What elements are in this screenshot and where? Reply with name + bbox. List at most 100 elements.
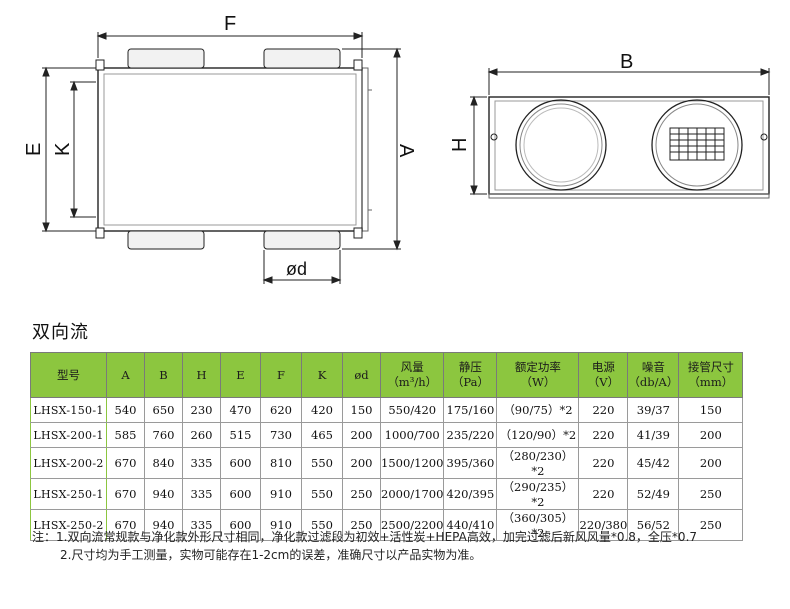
top-left-collar bbox=[127, 48, 205, 69]
cell-h: 230 bbox=[182, 397, 221, 423]
cell-b: 940 bbox=[144, 478, 183, 510]
header-diameter: ød bbox=[342, 352, 381, 398]
note-line-1: 注：1.双向流常规款与净化款外形尺寸相同，净化款过滤段为初效+活性炭+HEPA高… bbox=[32, 530, 698, 544]
cell-k: 550 bbox=[301, 447, 343, 479]
cell-rated-power: （280/230）*2 bbox=[496, 447, 580, 479]
cell-rated-power: （90/75）*2 bbox=[496, 397, 580, 423]
dim-label-e: E bbox=[23, 143, 45, 156]
cell-a: 670 bbox=[106, 509, 145, 541]
cell-power-supply: 220 bbox=[578, 478, 629, 510]
cell-airflow: 1500/1200 bbox=[379, 447, 445, 479]
cell-f: 730 bbox=[260, 422, 302, 448]
cell-static-pressure: 175/160 bbox=[443, 397, 498, 423]
cell-model: LHSX-200-2 bbox=[30, 447, 107, 479]
cell-k: 550 bbox=[301, 509, 343, 541]
note-line-2: 2.尺寸均为手工测量，实物可能存在1-2cm的误差，准确尺寸以产品实物为准。 bbox=[60, 548, 482, 562]
header-b: B bbox=[144, 352, 183, 398]
cell-a: 540 bbox=[106, 397, 145, 423]
dim-label-h: H bbox=[449, 138, 471, 152]
header-model: 型号 bbox=[30, 352, 107, 398]
dim-label-f: F bbox=[224, 13, 236, 35]
cell-diameter: 250 bbox=[342, 478, 381, 510]
cell-diameter: 200 bbox=[342, 447, 381, 479]
cell-f: 810 bbox=[260, 447, 302, 479]
header-a: A bbox=[106, 352, 145, 398]
cell-a: 585 bbox=[106, 422, 145, 448]
header-h: H bbox=[182, 352, 221, 398]
cell-e: 600 bbox=[220, 478, 261, 510]
cell-diameter: 200 bbox=[342, 422, 381, 448]
cell-diameter: 150 bbox=[342, 397, 381, 423]
cell-airflow: 2000/1700 bbox=[379, 478, 445, 510]
header-airflow: 风量（m³/h） bbox=[379, 352, 445, 398]
cell-airflow: 550/420 bbox=[379, 397, 445, 423]
cell-k: 420 bbox=[301, 397, 343, 423]
cell-k: 465 bbox=[301, 422, 343, 448]
cell-duct-size: 200 bbox=[678, 422, 744, 448]
cell-b: 840 bbox=[144, 447, 183, 479]
spec-table: 型号 A B H E F K ød 风量（m³/h） 静压（Pa） 额定功率（W… bbox=[30, 352, 744, 541]
top-view-body bbox=[97, 67, 363, 232]
right-port bbox=[651, 99, 743, 191]
cell-airflow: 1000/700 bbox=[379, 422, 445, 448]
cell-power-supply: 220 bbox=[578, 422, 629, 448]
header-power-supply: 电源（V） bbox=[578, 352, 629, 398]
top-right-collar bbox=[263, 48, 341, 69]
cell-h: 335 bbox=[182, 478, 221, 510]
cell-noise: 52/49 bbox=[627, 478, 680, 510]
cell-rated-power: （120/90）*2 bbox=[496, 422, 580, 448]
bottom-right-collar bbox=[263, 230, 341, 250]
cell-power-supply: 220/380 bbox=[578, 509, 629, 541]
cell-model: LHSX-150-1 bbox=[30, 397, 107, 423]
cell-static-pressure: 395/360 bbox=[443, 447, 498, 479]
cell-noise: 41/39 bbox=[627, 422, 680, 448]
cell-e: 470 bbox=[220, 397, 261, 423]
cell-model: LHSX-250-1 bbox=[30, 478, 107, 510]
dim-label-d: ød bbox=[286, 259, 307, 279]
header-duct-size: 接管尺寸（mm） bbox=[678, 352, 744, 398]
header-static-pressure: 静压（Pa） bbox=[443, 352, 498, 398]
cell-duct-size: 250 bbox=[678, 478, 744, 510]
cell-static-pressure: 440/410 bbox=[443, 509, 498, 541]
cell-e: 600 bbox=[220, 509, 261, 541]
cell-b: 760 bbox=[144, 422, 183, 448]
cell-e: 600 bbox=[220, 447, 261, 479]
cell-airflow: 2500/2200 bbox=[379, 509, 445, 541]
cell-rated-power: （290/235）*2 bbox=[496, 478, 580, 510]
dim-label-b: B bbox=[620, 51, 633, 73]
cell-duct-size: 150 bbox=[678, 397, 744, 423]
cell-h: 335 bbox=[182, 509, 221, 541]
cell-noise: 56/52 bbox=[627, 509, 680, 541]
cell-noise: 39/37 bbox=[627, 397, 680, 423]
cell-duct-size: 200 bbox=[678, 447, 744, 479]
technical-drawing: F E K A ød B H bbox=[23, 13, 771, 284]
cell-b: 650 bbox=[144, 397, 183, 423]
cell-duct-size: 250 bbox=[678, 509, 744, 541]
cell-a: 670 bbox=[106, 478, 145, 510]
cell-diameter: 250 bbox=[342, 509, 381, 541]
cell-noise: 45/42 bbox=[627, 447, 680, 479]
cell-f: 620 bbox=[260, 397, 302, 423]
section-title: 双向流 bbox=[32, 322, 89, 343]
dim-label-a: A bbox=[395, 144, 417, 158]
notes: 注：1.双向流常规款与净化款外形尺寸相同，净化款过滤段为初效+活性炭+HEPA高… bbox=[32, 528, 697, 564]
header-f: F bbox=[260, 352, 302, 398]
cell-static-pressure: 235/220 bbox=[443, 422, 498, 448]
cell-model: LHSX-200-1 bbox=[30, 422, 107, 448]
header-rated-power: 额定功率（W） bbox=[496, 352, 580, 398]
bottom-left-collar bbox=[127, 230, 205, 250]
left-port bbox=[515, 99, 607, 191]
cell-power-supply: 220 bbox=[578, 397, 629, 423]
cell-h: 260 bbox=[182, 422, 221, 448]
cell-power-supply: 220 bbox=[578, 447, 629, 479]
cell-e: 515 bbox=[220, 422, 261, 448]
header-k: K bbox=[301, 352, 343, 398]
cell-static-pressure: 420/395 bbox=[443, 478, 498, 510]
cell-model: LHSX-250-2 bbox=[30, 509, 107, 541]
cell-a: 670 bbox=[106, 447, 145, 479]
cell-f: 910 bbox=[260, 478, 302, 510]
